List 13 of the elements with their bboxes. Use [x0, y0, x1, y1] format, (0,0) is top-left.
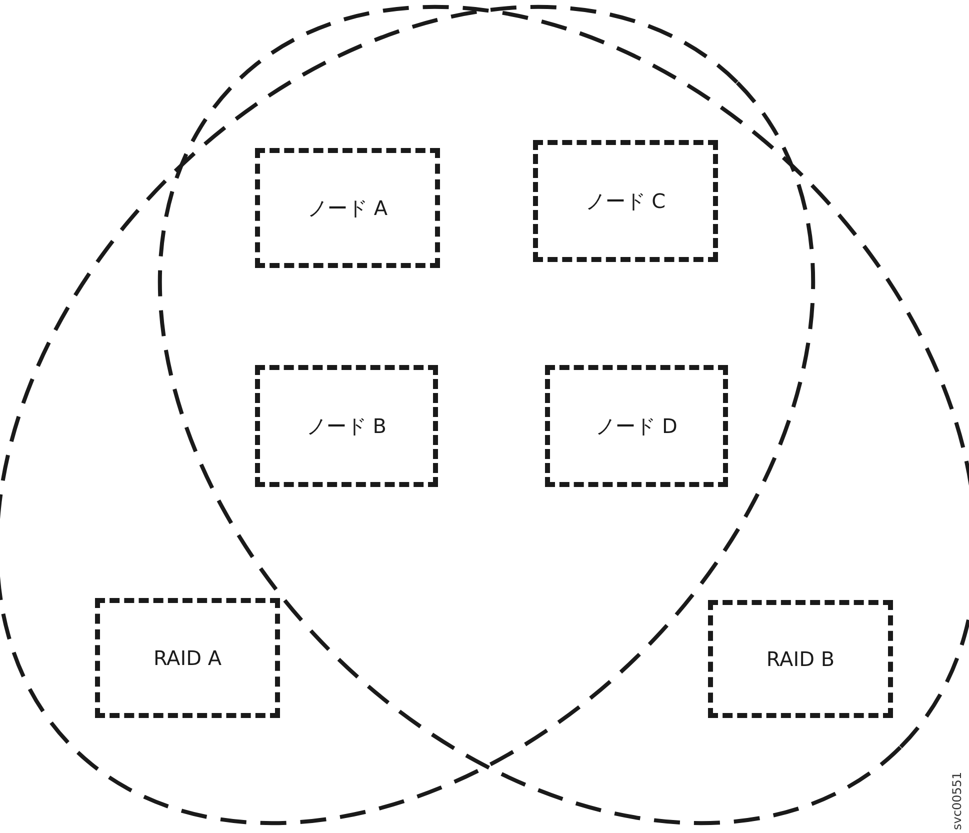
dashed-box [533, 140, 718, 262]
node-label: ノード B [306, 412, 387, 440]
node-label: RAID B [766, 647, 835, 671]
dashed-box [255, 148, 440, 268]
node-label: ノード A [307, 194, 388, 222]
dashed-box [545, 365, 728, 487]
dashed-box [708, 600, 893, 718]
dashed-box [95, 598, 280, 718]
figure-id: svc00551 [950, 772, 964, 830]
dashed-box [255, 365, 438, 487]
node-label: ノード C [585, 188, 666, 214]
node-label: RAID A [153, 646, 222, 670]
node-label: ノード D [596, 412, 678, 440]
